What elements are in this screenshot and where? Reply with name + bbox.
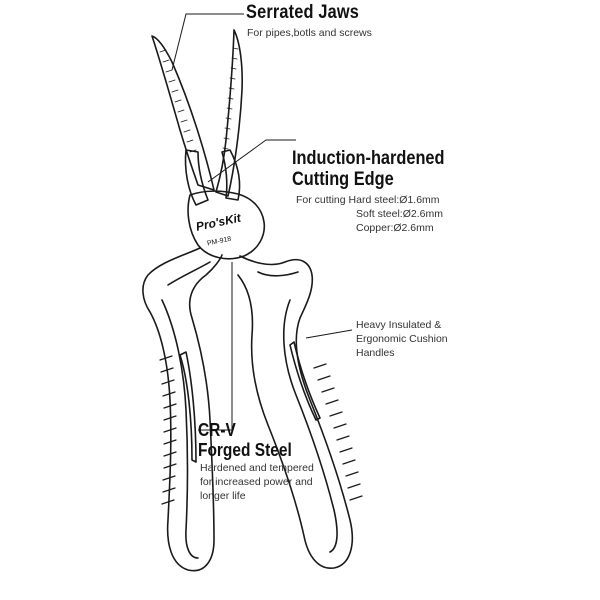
cutting-spec-copper: Copper:Ø2.6mm bbox=[356, 222, 434, 234]
right-grip-window bbox=[289, 341, 321, 421]
right-handle-outer bbox=[237, 255, 354, 569]
serrated-jaws-title: Serrated Jaws bbox=[246, 2, 360, 23]
cutting-edge-title-line2: Cutting Edge bbox=[292, 169, 394, 190]
callout-line-serrated bbox=[171, 13, 244, 71]
cutting-edge-left bbox=[184, 149, 209, 206]
left-grip-ribs bbox=[159, 355, 177, 505]
forged-steel-title-line2: Forged Steel bbox=[198, 440, 292, 460]
cutting-edge-title-line1: Induction-hardened bbox=[292, 148, 445, 169]
callout-line-cutting bbox=[207, 139, 296, 183]
cutting-spec-hard-steel: For cutting Hard steel:Ø1.6mm bbox=[296, 194, 440, 206]
right-grip-ribs bbox=[313, 363, 363, 501]
forged-steel-title-line1: CR-V bbox=[198, 420, 236, 440]
left-handle-inner bbox=[161, 261, 211, 559]
right-jaw bbox=[215, 29, 243, 197]
handles-description: Heavy Insulated & Ergonomic Cushion Hand… bbox=[356, 318, 448, 360]
callout-line-handles bbox=[305, 329, 353, 339]
forged-steel-line2: for increased power and bbox=[200, 476, 313, 488]
left-grip-window bbox=[179, 351, 197, 463]
serrations bbox=[159, 47, 239, 153]
left-handle-outer bbox=[142, 247, 223, 572]
handles-line1: Heavy Insulated & bbox=[356, 319, 442, 331]
callout-line-forged bbox=[198, 262, 233, 431]
cutting-edge-title: Induction-hardened Cutting Edge bbox=[292, 148, 445, 190]
forged-steel-title: CR-V Forged Steel bbox=[198, 420, 292, 460]
forged-steel-line3: longer life bbox=[200, 490, 246, 502]
left-jaw bbox=[151, 35, 215, 191]
svg-text:Pro'sKit: Pro'sKit bbox=[195, 210, 243, 233]
right-handle-inner bbox=[257, 271, 338, 553]
pivot-head bbox=[187, 190, 266, 260]
svg-text:PM-918: PM-918 bbox=[207, 236, 233, 248]
handles-line3: Handles bbox=[356, 347, 395, 359]
handles-line2: Ergonomic Cushion bbox=[356, 333, 448, 345]
cutting-edge-right bbox=[221, 149, 241, 201]
brand-logo: Pro'sKit PM-918 bbox=[195, 210, 243, 247]
forged-steel-line1: Hardened and tempered bbox=[200, 462, 314, 474]
forged-steel-description: Hardened and tempered for increased powe… bbox=[200, 461, 314, 503]
cutting-spec-soft-steel: Soft steel:Ø2.6mm bbox=[356, 208, 443, 220]
serrated-jaws-description: For pipes,botls and screws bbox=[247, 27, 372, 39]
